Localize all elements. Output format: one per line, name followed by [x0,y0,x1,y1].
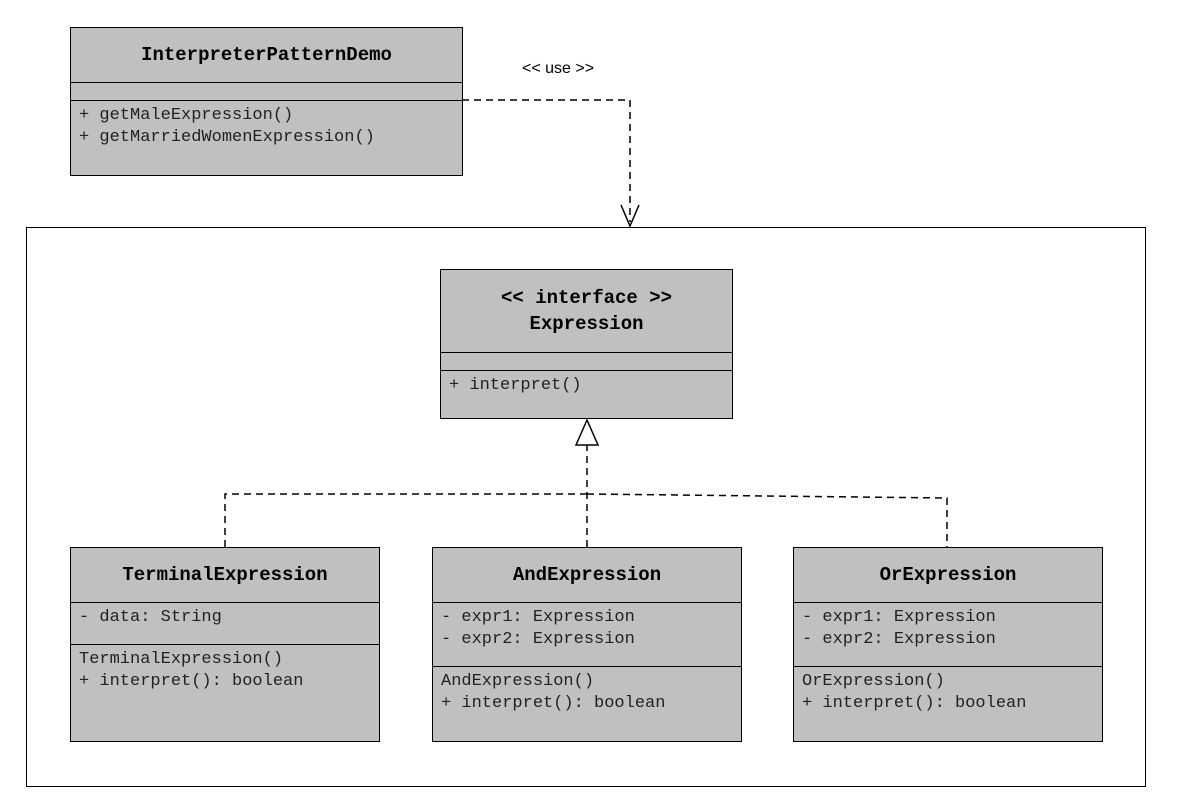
class-name: TerminalExpression [122,564,328,586]
class-header: InterpreterPatternDemo [71,28,462,83]
methods-section: OrExpression() + interpret(): boolean [794,667,1102,741]
methods-section: TerminalExpression() + interpret(): bool… [71,645,379,741]
class-header: AndExpression [433,548,741,603]
attributes-section: - expr1: Expression - expr2: Expression [794,603,1102,667]
attribute: - expr1: Expression [802,608,996,627]
method: + interpret(): boolean [802,694,1027,713]
realization-arrowhead [574,418,600,446]
class-name: OrExpression [879,564,1017,586]
realization-line-or [586,493,948,547]
class-and-expression[interactable]: AndExpression - expr1: Expression - expr… [432,547,742,742]
class-header: TerminalExpression [71,548,379,603]
method: AndExpression() [441,672,595,691]
use-dependency-line [462,99,631,222]
class-name: Expression [529,313,644,335]
method: + interpret() [449,376,582,395]
attribute: - data: String [79,608,222,627]
class-expression-interface[interactable]: << interface >> Expression + interpret() [440,269,733,419]
class-interpreter-pattern-demo[interactable]: InterpreterPatternDemo + getMaleExpressi… [70,27,463,176]
attribute: - expr1: Expression [441,608,635,627]
class-header: << interface >> Expression [441,270,732,353]
method: OrExpression() [802,672,945,691]
attributes-section [71,83,462,101]
realization-line-terminal [224,493,587,547]
attribute: - expr2: Expression [802,630,996,649]
class-header: OrExpression [794,548,1102,603]
method: + interpret(): boolean [441,694,666,713]
methods-section: AndExpression() + interpret(): boolean [433,667,741,741]
class-or-expression[interactable]: OrExpression - expr1: Expression - expr2… [793,547,1103,742]
attributes-section: - data: String [71,603,379,645]
method: + getMaleExpression() [79,106,294,125]
attributes-section [441,353,732,371]
methods-section: + interpret() [441,371,732,418]
class-name: InterpreterPatternDemo [141,44,392,66]
class-terminal-expression[interactable]: TerminalExpression - data: String Termin… [70,547,380,742]
use-label: << use >> [522,60,595,77]
stereotype: << interface >> [500,287,673,309]
attribute: - expr2: Expression [441,630,635,649]
class-name: AndExpression [512,564,662,586]
method: + getMarriedWomenExpression() [79,128,375,147]
method: + interpret(): boolean [79,672,304,691]
use-dependency-arrowhead [620,204,640,228]
attributes-section: - expr1: Expression - expr2: Expression [433,603,741,667]
methods-section: + getMaleExpression() + getMarriedWomenE… [71,101,462,175]
method: TerminalExpression() [79,650,284,669]
